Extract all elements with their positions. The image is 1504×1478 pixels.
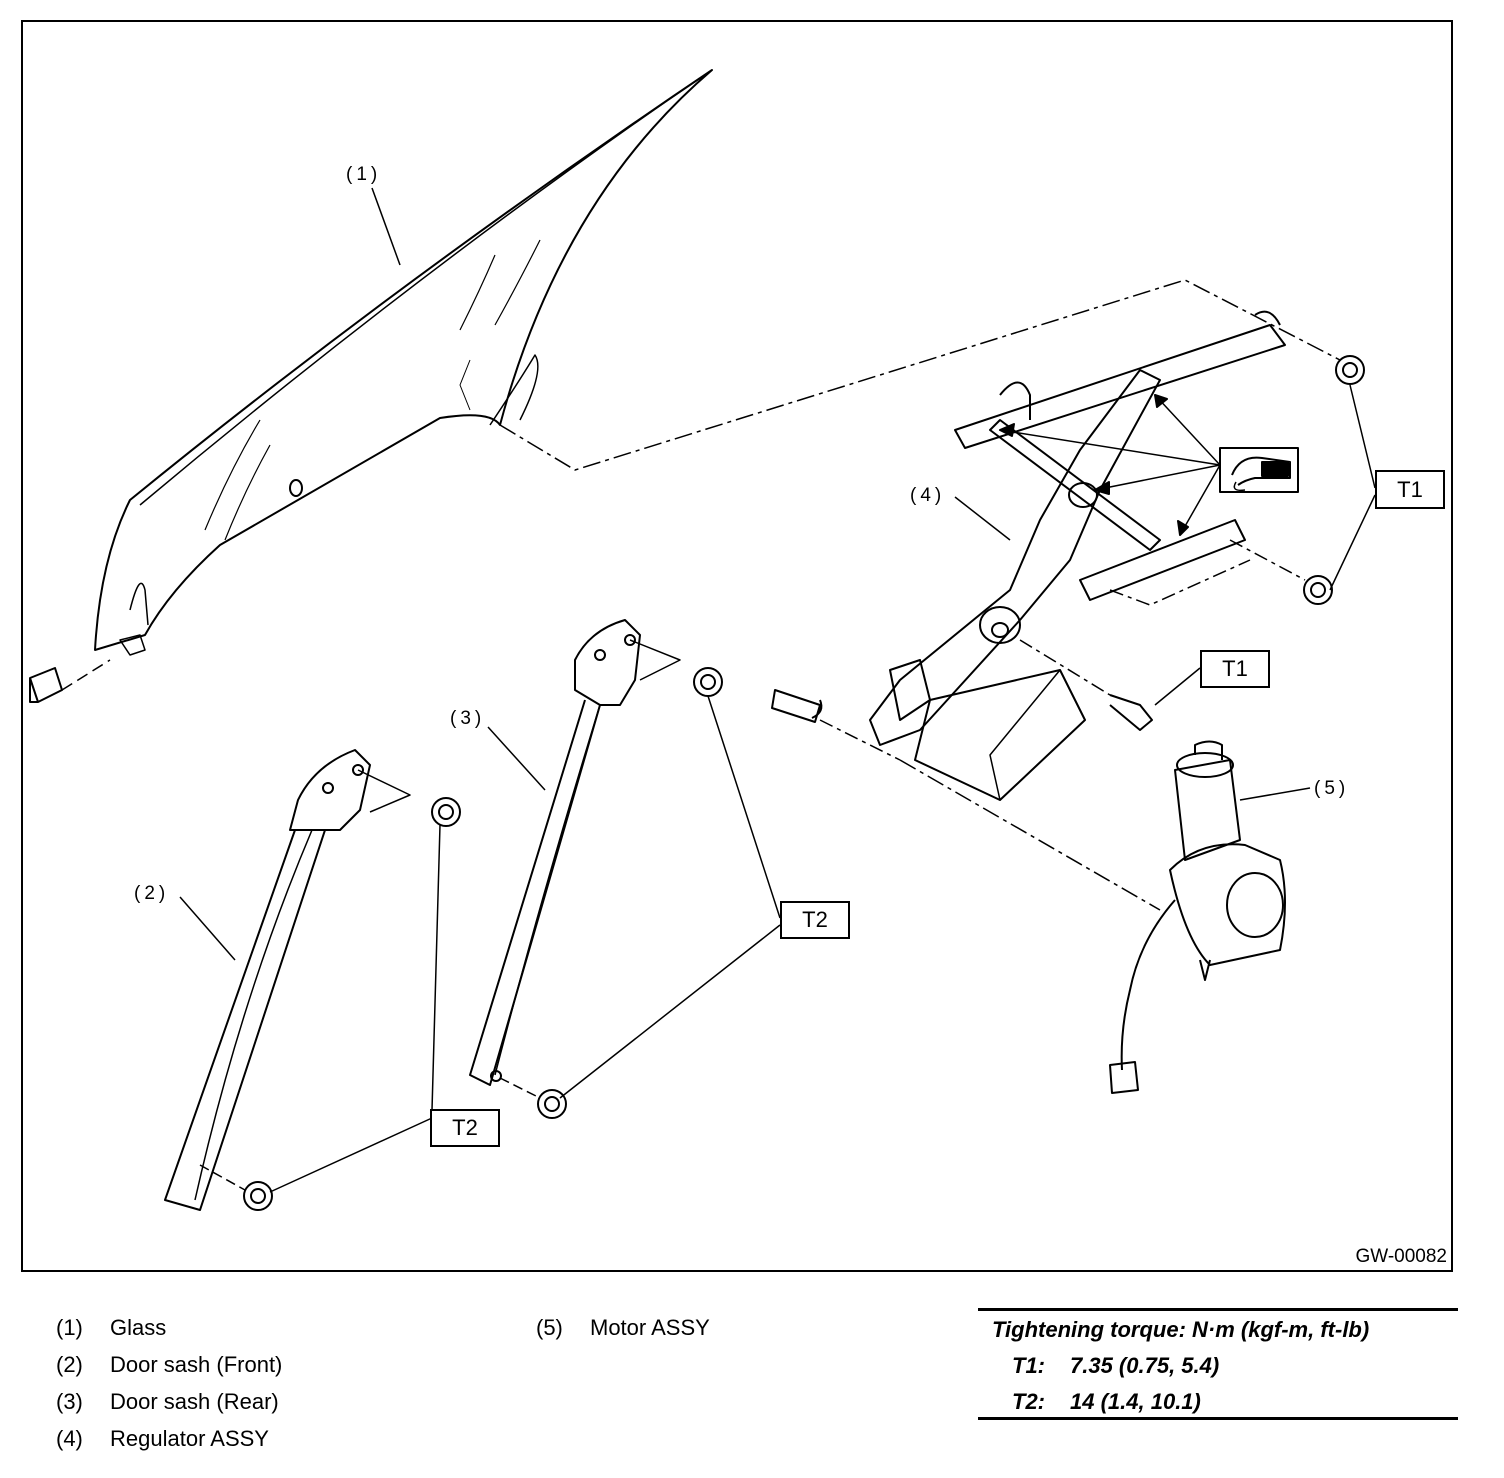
legend-item: (2) Door sash (Front) — [56, 1346, 282, 1383]
diagram-frame — [21, 20, 1453, 1272]
rear-nut-lower — [537, 1089, 567, 1119]
torque-table: Tightening torque: N·m (kgf-m, ft-lb) T1… — [978, 1308, 1458, 1420]
callout-rear-sash: (3) — [450, 708, 486, 729]
legend-text: Door sash (Front) — [110, 1351, 283, 1377]
legend-item: (4) Regulator ASSY — [56, 1420, 282, 1457]
torque-value: 7.35 (0.75, 5.4) — [1070, 1353, 1220, 1378]
bolt-left — [771, 689, 823, 723]
bolt-right — [1109, 694, 1153, 731]
callout-regulator: (4) — [910, 485, 946, 506]
torque-mark-t2-rear: T2 — [780, 901, 850, 939]
torque-mark-t2-front: T2 — [430, 1109, 500, 1147]
legend-text: Door sash (Rear) — [110, 1388, 279, 1414]
legend-text: Regulator ASSY — [110, 1425, 269, 1451]
glass-clip — [29, 667, 63, 703]
torque-mark-t1-lower: T1 — [1200, 650, 1270, 688]
front-nut-lower — [243, 1181, 273, 1211]
front-sash-part — [164, 749, 411, 1211]
figure-reference: GW-00082 — [1355, 1246, 1447, 1267]
legend-item: (1) Glass — [56, 1309, 282, 1346]
torque-value: 14 (1.4, 10.1) — [1070, 1389, 1201, 1414]
torque-row-t1: T1: 7.35 (0.75, 5.4) — [1012, 1353, 1219, 1379]
legend-num: (4) — [56, 1425, 83, 1451]
torque-key: T1: — [1012, 1353, 1045, 1378]
parts-drawing — [29, 69, 1376, 1211]
legend-column-right: (5) Motor ASSY — [536, 1309, 710, 1346]
legend-text: Motor ASSY — [590, 1314, 710, 1340]
legend-item: (5) Motor ASSY — [536, 1309, 710, 1346]
glass-part — [94, 69, 713, 656]
callout-motor: (5) — [1314, 778, 1350, 799]
torque-mark-t1-upper: T1 — [1375, 470, 1445, 509]
regulator-part — [869, 310, 1286, 801]
rear-sash-part — [469, 619, 681, 1099]
grease-icon — [1219, 447, 1299, 493]
legend-num: (1) — [56, 1314, 83, 1340]
legend-item: (3) Door sash (Rear) — [56, 1383, 282, 1420]
front-nut-upper — [431, 797, 461, 827]
torque-key: T2: — [1012, 1389, 1045, 1414]
exploded-diagram: (1) (2) (3) (4) (5) T1 T1 T2 T2 GW-00082 — [21, 20, 1453, 1272]
legend-num: (3) — [56, 1388, 83, 1414]
legend-column-left: (1) Glass (2) Door sash (Front) (3) Door sa… — [56, 1309, 282, 1457]
legend-num: (5) — [536, 1314, 563, 1340]
torque-row-t2: T2: 14 (1.4, 10.1) — [1012, 1389, 1201, 1415]
callout-glass: (1) — [346, 164, 382, 185]
callout-front-sash: (2) — [134, 883, 170, 904]
torque-table-title: Tightening torque: N·m (kgf-m, ft-lb) — [992, 1317, 1370, 1342]
motor-part — [1109, 740, 1286, 1094]
legend-num: (2) — [56, 1351, 83, 1377]
rear-nut-upper — [693, 667, 723, 697]
legend-text: Glass — [110, 1314, 167, 1340]
